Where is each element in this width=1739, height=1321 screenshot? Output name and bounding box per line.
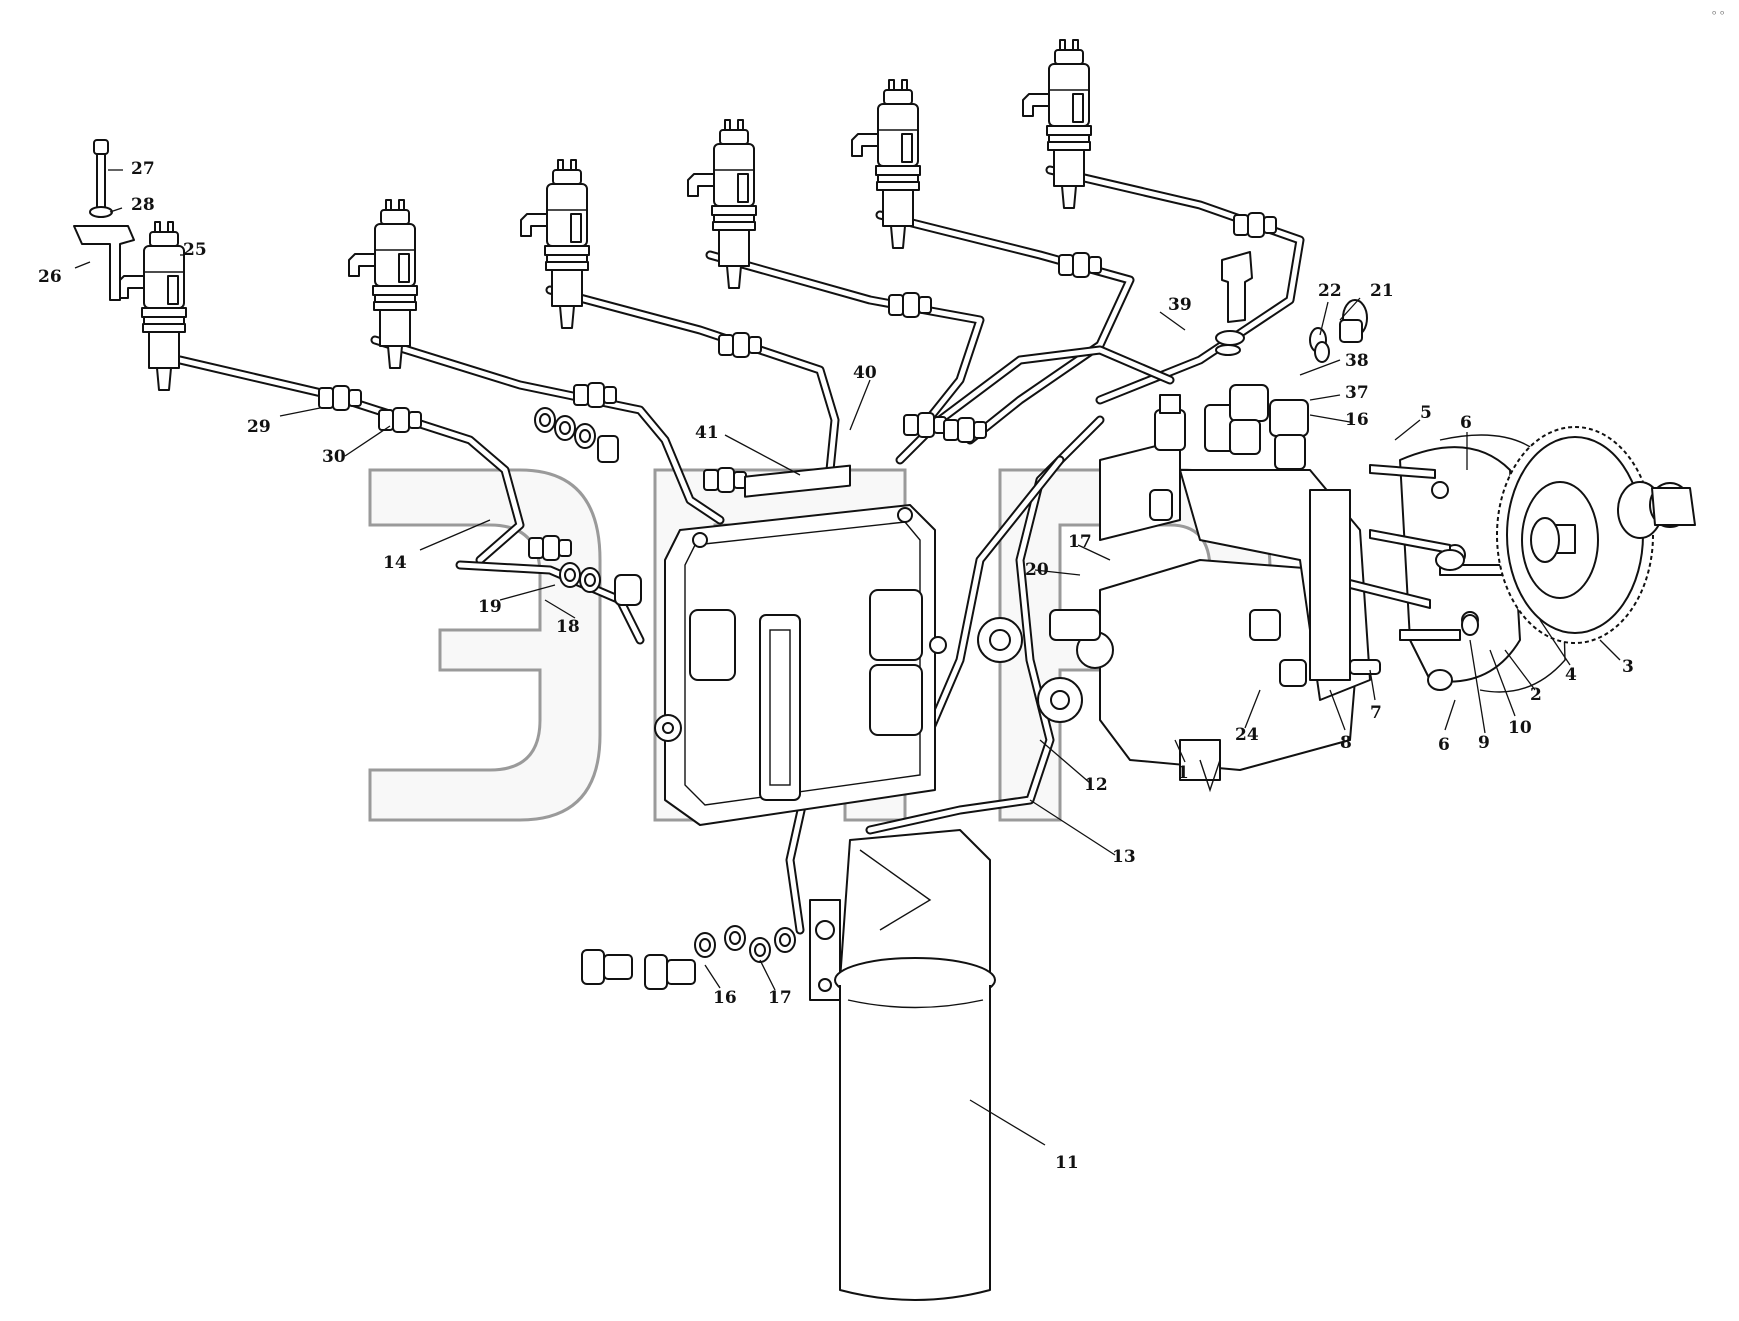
watermark-letter: Э: [464, 679, 492, 725]
callout-25: 25: [183, 240, 207, 260]
leader-lines: [74, 169, 1621, 1146]
corner-mark: ᵒ ᵒ: [1712, 8, 1725, 21]
injector-clamp-bolt: [73, 139, 135, 301]
banjo-washers: [534, 407, 642, 606]
callout-6: 6: [1438, 735, 1450, 755]
callout-3: 3: [1622, 657, 1634, 677]
callout-2: 2: [1530, 685, 1542, 705]
callout-11: 11: [1055, 1153, 1079, 1173]
callout-39: 39: [1168, 295, 1192, 315]
pump-top-fittings: [1154, 251, 1368, 470]
callout-6: 6: [1460, 413, 1472, 433]
callout-27: 27: [131, 159, 155, 179]
watermark-letter: Р: [1118, 679, 1142, 725]
callout-19: 19: [478, 597, 502, 617]
callout-41: 41: [695, 423, 719, 443]
callout-20: 20: [1025, 560, 1049, 580]
callout-29: 29: [247, 417, 271, 437]
injector-1: [117, 221, 187, 391]
injector-2: [348, 199, 418, 369]
callout-30: 30: [322, 447, 346, 467]
callout-9: 9: [1478, 733, 1490, 753]
bolts-and-studs: [1349, 464, 1511, 691]
callout-40: 40: [853, 363, 877, 383]
callout-17: 17: [1068, 532, 1092, 552]
callout-10: 10: [1508, 718, 1532, 738]
callout-28: 28: [131, 195, 155, 215]
callout-16: 16: [713, 988, 737, 1008]
fuel-filter: [809, 829, 996, 1301]
callout-17: 17: [768, 988, 792, 1008]
callout-5: 5: [1420, 403, 1432, 423]
callout-26: 26: [38, 267, 62, 287]
callout-13: 13: [1112, 847, 1136, 867]
injector-4: [687, 119, 757, 289]
callout-1: 1: [1177, 763, 1189, 783]
callout-14: 14: [383, 553, 407, 573]
watermark-letter: П: [765, 679, 795, 725]
injector-5: [851, 79, 921, 249]
callout-38: 38: [1345, 351, 1369, 371]
callout-7: 7: [1370, 703, 1382, 723]
callout-24: 24: [1235, 725, 1259, 745]
drive-gear: [1496, 426, 1696, 644]
callout-8: 8: [1340, 733, 1352, 753]
injector-3: [520, 159, 590, 329]
callout-21: 21: [1370, 281, 1394, 301]
filter-fittings: [581, 925, 796, 990]
callout-4: 4: [1565, 665, 1577, 685]
callout-18: 18: [556, 617, 580, 637]
ecu-module: [654, 464, 947, 826]
callout-22: 22: [1318, 281, 1342, 301]
callout-12: 12: [1084, 775, 1108, 795]
injector-row: [117, 39, 1092, 391]
high-pressure-pump: [977, 439, 1371, 793]
injector-6: [1022, 39, 1092, 209]
callout-37: 37: [1345, 383, 1369, 403]
callout-16: 16: [1345, 410, 1369, 430]
